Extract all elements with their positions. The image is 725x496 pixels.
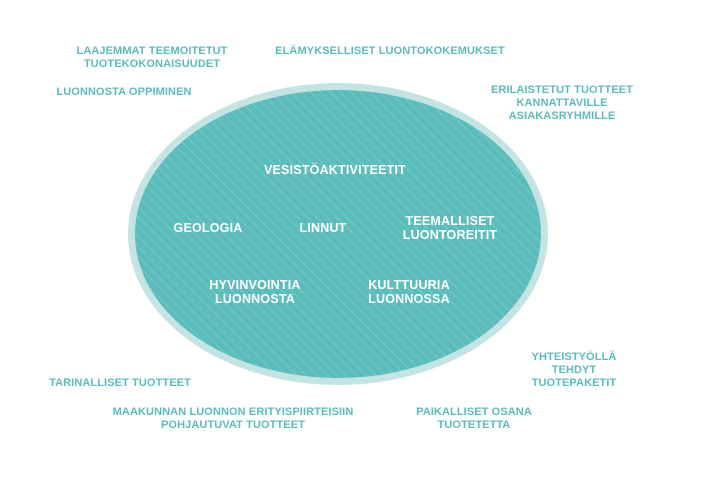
inner-ellipse (135, 90, 541, 378)
label-paikalliset-osana: PAIKALLISET OSANA TUOTETETTA (416, 406, 532, 431)
label-tarinalliset-tuotteet: TARINALLISET TUOTTEET (49, 377, 191, 389)
label-hyvinvointia-luonnosta: HYVINVOINTIA LUONNOSTA (209, 278, 301, 306)
label-maakunnan-erityispiirteet: MAAKUNNAN LUONNON ERITYISPIIRTEISIIN POH… (112, 406, 354, 431)
label-kulttuuria-luonnossa: KULTTUURIA LUONNOSSA (368, 278, 450, 306)
label-elamykselliset: ELÄMYKSELLISET LUONTOKOKEMUKSET (275, 45, 505, 57)
label-teemalliset-luontoreitit: TEEMALLISET LUONTOREITIT (402, 214, 498, 242)
label-yhteistyolla-tehdyt: YHTEISTYÖLLÄ TEHDYT TUOTEPAKETIT (531, 351, 617, 389)
label-linnut: LINNUT (299, 221, 347, 235)
label-vesistoaktiviteetit: VESISTÖAKTIVITEETIT (263, 163, 406, 177)
label-erilaistetut-tuotteet: ERILAISTETUT TUOTTEET KANNATTAVILLE ASIA… (490, 84, 634, 122)
label-luonnosta-oppiminen: LUONNOSTA OPPIMINEN (56, 86, 192, 98)
label-laajemmat-tuotekokonaisuudet: LAAJEMMAT TEEMOITETUT TUOTEKOKONAISUUDET (76, 45, 228, 70)
label-geologia: GEOLOGIA (173, 221, 243, 235)
